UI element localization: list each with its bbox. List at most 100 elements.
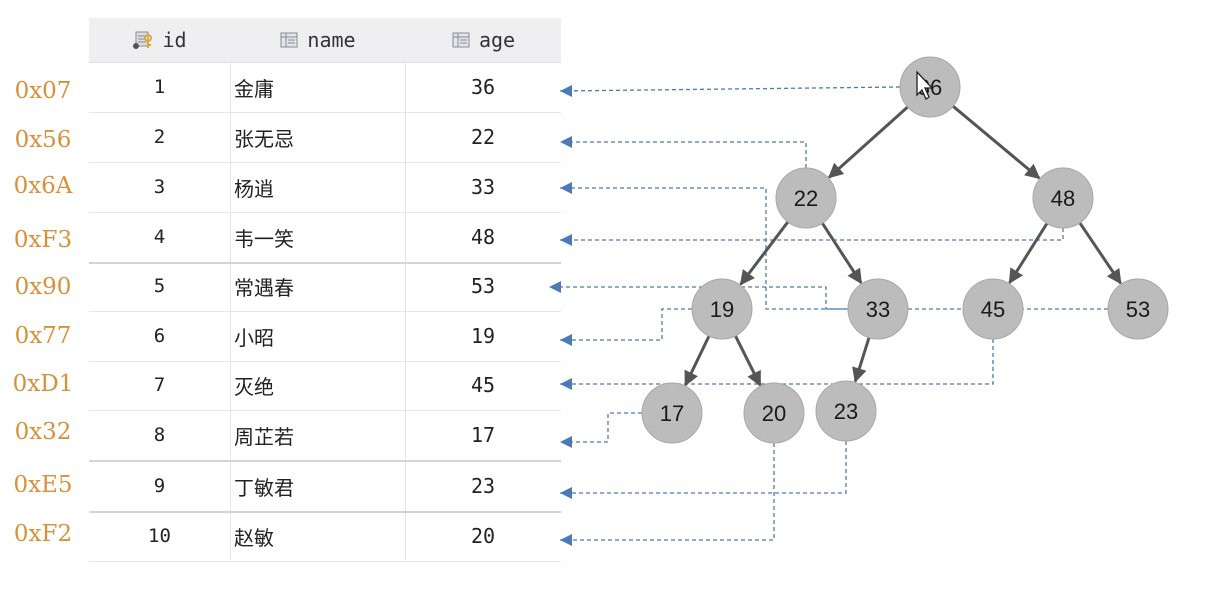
row-pointer-36 — [559, 86, 901, 92]
column-header-name-label: name — [307, 28, 356, 52]
tree-node-circle — [1107, 278, 1169, 340]
pointer-arrowhead — [560, 234, 572, 246]
primary-key-column-icon — [133, 31, 153, 49]
row-pointer-22 — [560, 141, 807, 168]
pointer-arrowhead — [560, 436, 572, 448]
pointer-arrowhead — [560, 487, 572, 499]
column-header-age-label: age — [478, 28, 516, 52]
row-pointer-48 — [560, 228, 1064, 241]
cell-id: 7 — [153, 374, 166, 396]
row-pointer-20 — [560, 443, 775, 541]
tree-edge-19-20 — [733, 333, 762, 387]
tree-node-key: 45 — [981, 297, 1005, 322]
cell-age: 48 — [470, 225, 496, 249]
table-row[interactable]: 8 周芷若 17 — [89, 410, 561, 462]
cell-age: 23 — [470, 474, 496, 498]
row-address: 0x32 — [14, 419, 72, 445]
row-address: 0xE5 — [13, 472, 73, 498]
tree-edge-22-19 — [739, 219, 791, 286]
cell-age: 17 — [470, 423, 496, 447]
cell-name: 灭绝 — [234, 374, 274, 399]
row-address: 0xD1 — [12, 371, 74, 397]
pointer-arrowhead — [560, 85, 572, 97]
table-header: id name ag — [89, 18, 561, 63]
cell-id: 4 — [153, 226, 166, 248]
row-address: 0x56 — [14, 127, 72, 153]
cell-name: 张无忌 — [234, 126, 294, 151]
row-address: 0x77 — [14, 323, 72, 349]
column-icon — [452, 32, 470, 48]
tree-edge-36-22 — [827, 104, 911, 179]
cell-id: 8 — [153, 424, 166, 446]
tree-node-circle — [775, 167, 837, 229]
row-address: 0x07 — [14, 78, 72, 104]
tree-node-20: 20 — [743, 382, 805, 444]
tree-node-key: 22 — [794, 186, 818, 211]
tree-node-22: 22 — [775, 167, 837, 229]
tree-node-key: 53 — [1126, 297, 1150, 322]
tree-node-23: 23 — [815, 380, 877, 442]
tree-node-circle — [815, 380, 877, 442]
cell-name: 周芷若 — [234, 424, 294, 449]
tree-nodes: 36224819334553172023 — [641, 56, 1169, 444]
tree-node-key: 48 — [1051, 186, 1075, 211]
cell-id: 5 — [153, 275, 166, 297]
tree-node-key: 33 — [866, 297, 890, 322]
row-pointer-45 — [560, 339, 994, 385]
pointer-arrowhead — [560, 182, 572, 194]
tree-edge-19-17 — [684, 333, 712, 387]
cell-name: 丁敏君 — [234, 475, 294, 500]
pointer-arrowhead — [560, 334, 572, 346]
tree-node-key: 17 — [660, 401, 684, 426]
cell-name: 小昭 — [234, 325, 274, 350]
cell-id: 9 — [153, 475, 166, 497]
tree-edge-48-53 — [1077, 220, 1122, 285]
tree-node-45: 45 — [962, 278, 1024, 340]
tree-node-circle — [641, 382, 703, 444]
cell-age: 22 — [470, 125, 496, 149]
tree-node-key: 19 — [710, 297, 734, 322]
column-header-age[interactable]: age — [405, 18, 561, 62]
pointer-arrowhead — [549, 281, 561, 293]
cell-age: 36 — [470, 75, 496, 99]
cell-age: 20 — [470, 524, 496, 548]
cell-id: 2 — [153, 126, 166, 148]
row-address: 0xF3 — [13, 227, 73, 253]
tree-node-circle — [962, 278, 1024, 340]
column-header-id[interactable]: id — [89, 18, 230, 62]
mouse-cursor-icon — [916, 70, 934, 100]
tree-edge-36-48 — [950, 103, 1041, 180]
tree-node-33: 33 — [847, 278, 909, 340]
row-pointer-23 — [560, 441, 847, 494]
table-row[interactable]: 2 张无忌 22 — [89, 112, 561, 163]
cell-name: 金庸 — [234, 76, 274, 101]
tree-edge-48-45 — [1008, 220, 1050, 285]
cell-name: 赵敏 — [234, 525, 274, 550]
row-address: 0x6A — [13, 173, 73, 199]
tree-edges — [684, 103, 1122, 387]
table-row[interactable]: 9 丁敏君 23 — [89, 461, 561, 513]
row-pointer-lines — [549, 85, 1108, 546]
tree-edge-33-23 — [852, 335, 872, 383]
cell-age: 19 — [470, 324, 496, 348]
table-row[interactable]: 4 韦一笑 48 — [89, 212, 561, 264]
tree-node-circle — [1032, 167, 1094, 229]
tree-node-key: 20 — [762, 401, 786, 426]
cell-name: 韦一笑 — [234, 226, 294, 251]
row-address: 0x90 — [14, 274, 72, 300]
column-header-name[interactable]: name — [230, 18, 405, 62]
tree-edge-22-33 — [819, 220, 863, 285]
column-icon — [280, 32, 298, 48]
row-pointer-53 — [549, 286, 1108, 310]
cell-name: 杨逍 — [234, 176, 274, 201]
row-pointer-17 — [560, 412, 642, 443]
cell-name: 常遇春 — [234, 275, 294, 300]
